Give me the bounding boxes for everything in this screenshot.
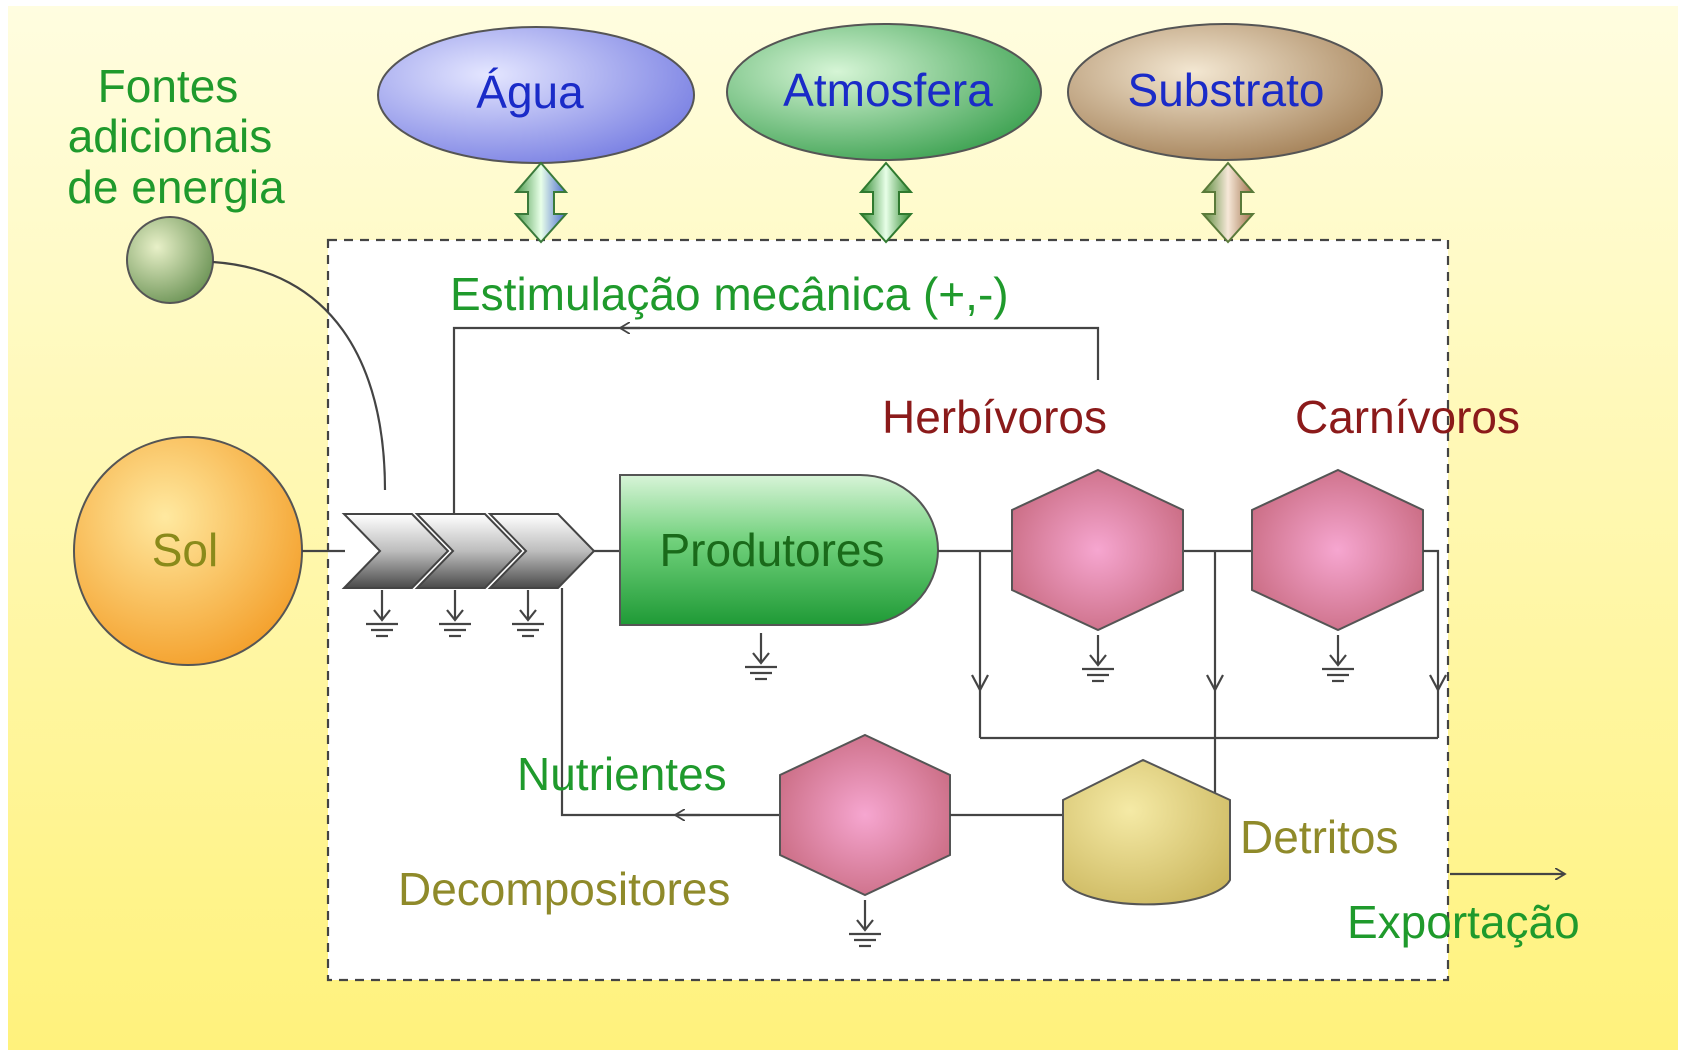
carnivores-to-detritus bbox=[1423, 549, 1440, 738]
energy-line-3: de energia bbox=[67, 161, 285, 213]
sun-label: Sol bbox=[152, 524, 218, 576]
export-label: Exportação bbox=[1347, 896, 1580, 948]
down-arrow bbox=[1429, 674, 1447, 693]
decomposers-label: Decompositores bbox=[398, 863, 730, 915]
herbivores-label: Herbívoros bbox=[882, 391, 1107, 443]
substrato-node: Substrato bbox=[1067, 23, 1383, 161]
double-arrow-icon bbox=[1200, 161, 1256, 244]
producers-label: Produtores bbox=[659, 524, 884, 576]
agua-label: Água bbox=[476, 66, 584, 118]
hexagon-consumer-icon bbox=[1251, 468, 1424, 632]
carnivores-label: Carnívoros bbox=[1295, 391, 1520, 443]
detritus-label: Detritos bbox=[1240, 811, 1398, 863]
mechanical-stimulation-label: Estimulação mecânica (+,-) bbox=[450, 268, 1009, 320]
energy-line-2: adicionais bbox=[68, 110, 273, 162]
atmosfera-node: Atmosfera bbox=[726, 23, 1042, 161]
additional-energy-label: Fontes adicionais de energia bbox=[67, 60, 285, 213]
nutrients-return-line bbox=[560, 588, 780, 817]
double-arrow-icon bbox=[513, 161, 569, 244]
substrato-label: Substrato bbox=[1128, 64, 1325, 116]
double-arrow-icon bbox=[858, 161, 914, 244]
nutrients-label: Nutrientes bbox=[517, 748, 727, 800]
producers-node: Produtores bbox=[619, 474, 939, 626]
chevron-interaction-icon bbox=[341, 513, 596, 589]
mechanical-feedback-line bbox=[452, 326, 1100, 514]
hexagon-consumer-icon bbox=[779, 733, 951, 897]
down-arrow bbox=[1206, 674, 1224, 693]
energy-line-1: Fontes bbox=[98, 60, 239, 112]
sun-node: Sol bbox=[73, 436, 303, 666]
hexagon-consumer-icon bbox=[1011, 468, 1184, 632]
agua-node: Água bbox=[377, 26, 695, 164]
down-arrow bbox=[971, 674, 989, 693]
additional-energy-flow bbox=[212, 260, 387, 491]
additional-energy-source bbox=[126, 216, 214, 304]
tank-storage-icon bbox=[1062, 758, 1231, 906]
atmosfera-label: Atmosfera bbox=[783, 64, 993, 116]
